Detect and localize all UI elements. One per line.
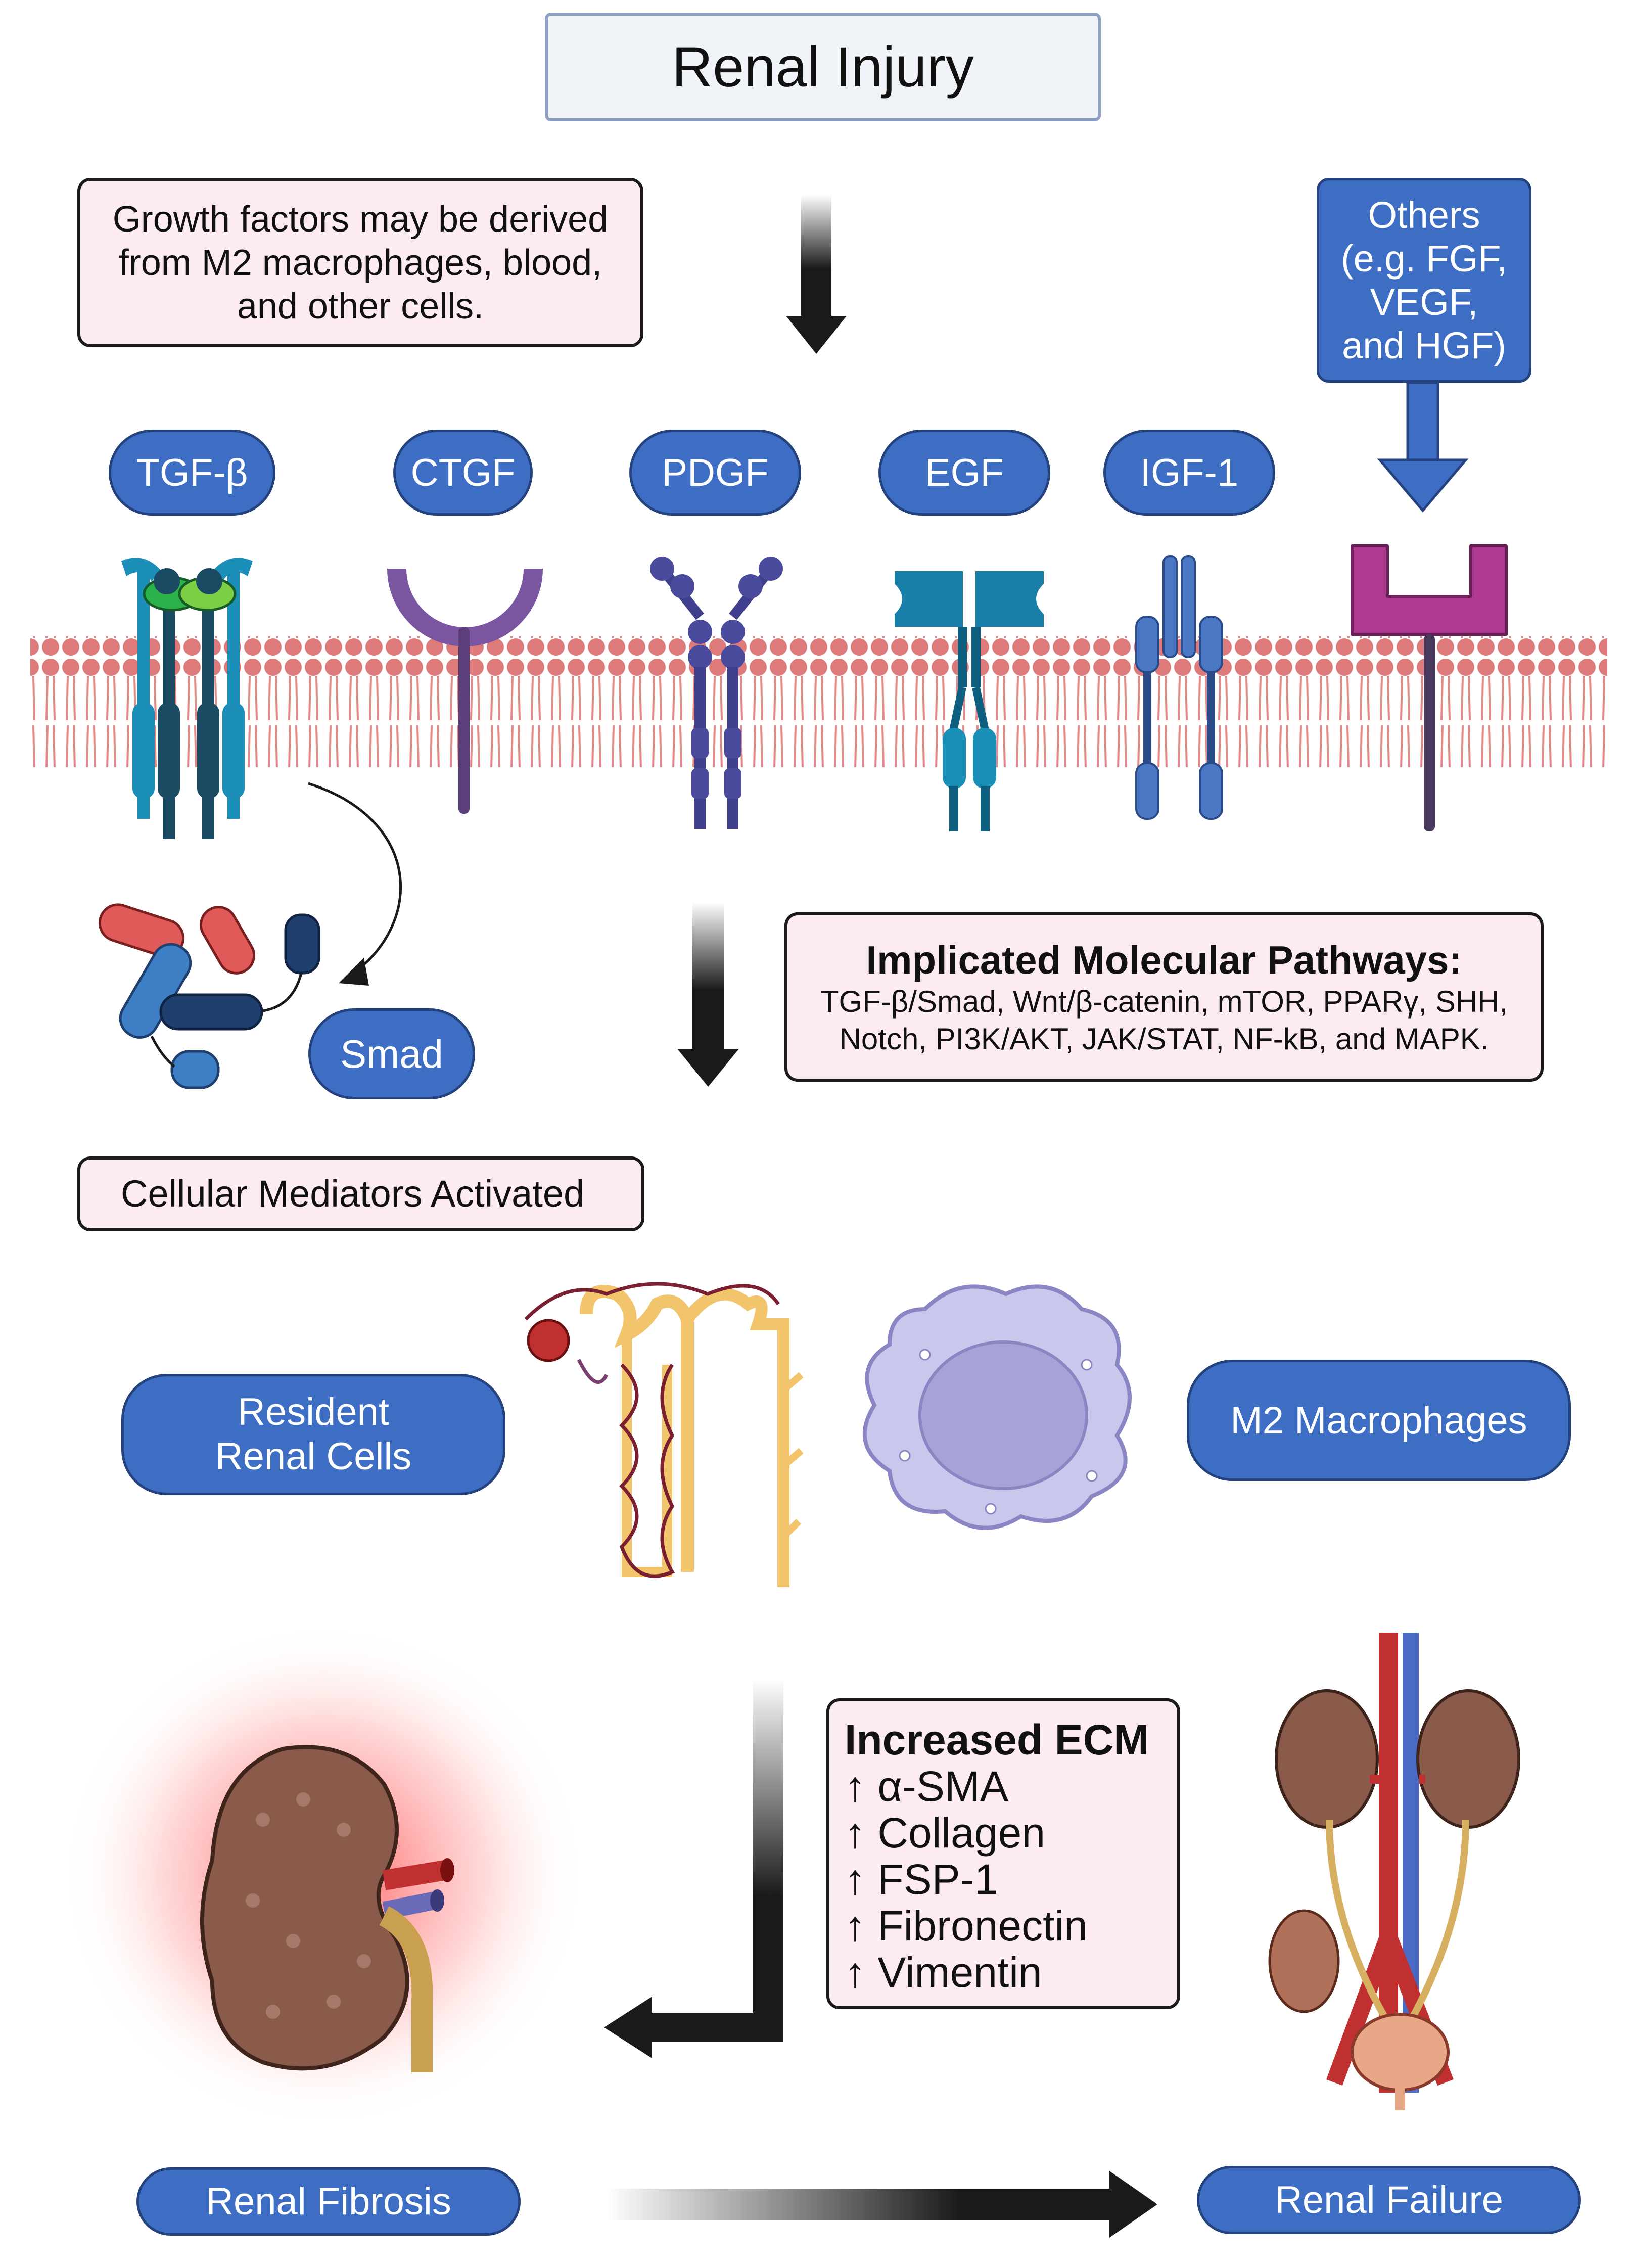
factor-pill-tgf-beta: TGF-β — [109, 430, 275, 516]
igf-1-receptor-icon — [1135, 555, 1223, 820]
smad-label: Smad — [340, 1031, 443, 1076]
arrow-down-pathways — [677, 902, 739, 1087]
arrow-elbow-to-fibrosis — [604, 1678, 783, 2058]
arrow-fibrosis-to-failure — [607, 2171, 1157, 2238]
renal-fibrosis-pill: Renal Fibrosis — [136, 2167, 521, 2236]
others-receptor-icon — [1351, 544, 1508, 831]
nephron-icon — [524, 1282, 804, 1587]
macrophage-icon — [862, 1284, 1132, 1530]
factor-pill-pdgf: PDGF — [629, 430, 801, 516]
cellular-mediators-box: Cellular Mediators Activated — [77, 1156, 644, 1231]
smad-complex-icon — [98, 903, 320, 1089]
growth-factor-note: Growth factors may be derived from M2 ma… — [77, 178, 643, 347]
renal-failure-label: Renal Failure — [1275, 2179, 1503, 2221]
factor-label: TGF-β — [136, 451, 248, 494]
cellular-mediators-text: Cellular Mediators Activated — [121, 1173, 585, 1215]
arrow-down-others — [1377, 381, 1469, 513]
factor-label: PDGF — [662, 451, 769, 494]
factor-pill-ctgf: CTGF — [393, 430, 533, 516]
ecm-box: Increased ECM ↑ α-SMA ↑ Collagen ↑ FSP-1… — [826, 1698, 1180, 2009]
fibrotic-kidney-icon — [61, 1623, 586, 2128]
arrow-receptor-to-smad — [308, 782, 402, 974]
ecm-item: ↑ Vimentin — [845, 1949, 1042, 1996]
ecm-item: ↑ Collagen — [845, 1809, 1045, 1857]
factor-pill-igf-1: IGF-1 — [1103, 430, 1275, 516]
renal-failure-pill: Renal Failure — [1197, 2166, 1581, 2234]
cell-membrane — [30, 636, 1607, 767]
ecm-item: ↑ FSP-1 — [845, 1856, 998, 1903]
others-text: Others (e.g. FGF, VEGF, and HGF) — [1341, 194, 1507, 366]
ecm-title: Increased ECM — [845, 1716, 1149, 1764]
diagram-title: Renal Injury — [545, 13, 1101, 121]
tgf-beta-receptor-icon — [121, 558, 253, 839]
others-box: Others (e.g. FGF, VEGF, and HGF) — [1317, 178, 1531, 383]
ecm-item: ↑ Fibronectin — [845, 1902, 1088, 1950]
resident-cells-label: Resident Renal Cells — [215, 1391, 412, 1478]
factor-label: CTGF — [410, 451, 516, 494]
factor-label: IGF-1 — [1140, 451, 1239, 494]
egf-receptor-icon — [895, 571, 1044, 831]
m2-macrophages-label: M2 Macrophages — [1230, 1399, 1527, 1442]
m2-macrophages-pill: M2 Macrophages — [1187, 1360, 1571, 1481]
pdgf-receptor-icon — [650, 557, 783, 829]
ctgf-receptor-icon — [387, 568, 543, 814]
pathways-title: Implicated Molecular Pathways: — [866, 937, 1462, 982]
pathways-text: TGF-β/Smad, Wnt/β-catenin, mTOR, PPARγ, … — [820, 984, 1508, 1056]
urinary-system-icon — [1268, 1633, 1520, 2110]
title-text: Renal Injury — [672, 35, 974, 99]
ecm-item: ↑ α-SMA — [845, 1763, 1008, 1810]
factor-pill-egf: EGF — [878, 430, 1050, 516]
growth-note-text: Growth factors may be derived from M2 ma… — [112, 199, 609, 327]
arrow-down-injury — [786, 195, 847, 354]
pathways-box: Implicated Molecular Pathways: TGF-β/Sma… — [784, 912, 1544, 1082]
smad-pill: Smad — [308, 1008, 475, 1099]
factor-label: EGF — [924, 451, 1004, 494]
resident-renal-cells-pill: Resident Renal Cells — [121, 1374, 505, 1495]
renal-fibrosis-label: Renal Fibrosis — [206, 2180, 451, 2223]
smad-arrowhead — [339, 958, 369, 986]
